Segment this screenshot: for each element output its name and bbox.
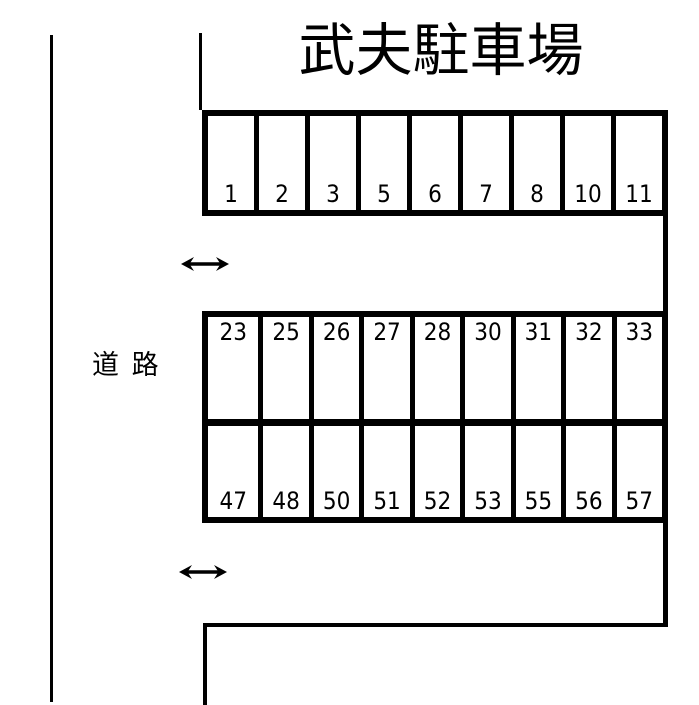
space-number: 1	[224, 180, 238, 208]
space-number: 3	[326, 180, 340, 208]
space-number: 28	[423, 318, 452, 346]
space-number: 5	[377, 180, 391, 208]
space-number: 31	[524, 318, 553, 346]
parking-space-30: 30	[460, 317, 510, 419]
space-number: 25	[272, 318, 300, 346]
parking-block-middle: 23 25 26 27 28 30 31 32 33 47 48 50 51 5…	[202, 311, 668, 523]
parking-space-51: 51	[359, 419, 410, 517]
space-number: 30	[474, 318, 502, 346]
parking-space-31: 31	[510, 317, 561, 419]
parking-space-8: 8	[509, 116, 560, 210]
space-number: 10	[574, 180, 602, 208]
parking-space-3: 3	[305, 116, 356, 210]
space-number: 23	[219, 318, 247, 346]
parking-space-23: 23	[208, 317, 258, 419]
space-number: 52	[423, 487, 452, 515]
parking-space-50: 50	[308, 419, 360, 517]
space-number: 32	[575, 318, 603, 346]
parking-space-1: 1	[208, 116, 254, 210]
space-number: 26	[322, 318, 351, 346]
parking-space-32: 32	[561, 317, 611, 419]
parking-space-47: 47	[208, 419, 259, 517]
aisle-left-right-arrow-icon	[181, 257, 229, 271]
upper-lot-entrance-line	[199, 33, 202, 110]
space-number: 27	[373, 318, 401, 346]
space-number: 47	[219, 487, 247, 515]
lot-right-boundary-line	[663, 214, 668, 627]
parking-space-53: 53	[460, 419, 511, 517]
space-number: 8	[530, 180, 544, 208]
space-number: 53	[474, 487, 502, 515]
space-number: 7	[479, 180, 493, 208]
space-number: 50	[322, 487, 351, 515]
parking-space-26: 26	[308, 317, 359, 419]
parking-space-6: 6	[407, 116, 458, 210]
parking-space-56: 56	[561, 419, 612, 517]
parking-space-52: 52	[409, 419, 461, 517]
lot-bottom-entrance-line	[203, 623, 207, 705]
parking-space-57: 57	[611, 419, 662, 517]
aisle-left-right-arrow-icon	[179, 565, 227, 579]
space-number: 55	[524, 487, 553, 515]
parking-space-2: 2	[254, 116, 305, 210]
space-number: 33	[625, 318, 653, 346]
parking-block-upper: 1 2 3 5 6 7 8 10 11	[202, 110, 668, 216]
parking-space-25: 25	[258, 317, 308, 419]
space-number: 48	[272, 487, 300, 515]
parking-space-28: 28	[409, 317, 460, 419]
space-number: 6	[428, 180, 442, 208]
page-title: 武夫駐車場	[298, 18, 584, 84]
space-number: 56	[575, 487, 603, 515]
parking-space-33: 33	[611, 317, 662, 419]
road-label: 道 路	[92, 350, 161, 381]
parking-space-7: 7	[458, 116, 509, 210]
parking-space-5: 5	[356, 116, 407, 210]
parking-space-11: 11	[611, 116, 662, 210]
space-number: 51	[373, 487, 401, 515]
parking-space-27: 27	[359, 317, 409, 419]
parking-space-55: 55	[510, 419, 562, 517]
parking-space-10: 10	[560, 116, 611, 210]
space-number: 2	[275, 180, 289, 208]
lot-bottom-boundary-line	[203, 623, 668, 627]
space-number: 57	[625, 487, 653, 515]
parking-space-48: 48	[258, 419, 309, 517]
space-number: 11	[625, 180, 653, 208]
road-boundary-line	[50, 35, 53, 702]
